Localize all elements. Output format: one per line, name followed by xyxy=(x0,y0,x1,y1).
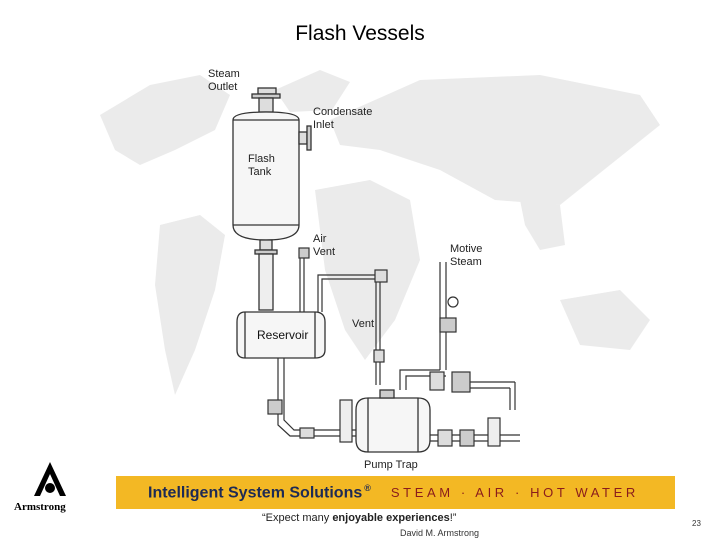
banner-tagline: STEAM · AIR · HOT WATER xyxy=(390,485,639,500)
flash-tank xyxy=(232,87,312,311)
air-vent-label-line2: Vent xyxy=(313,246,335,258)
reservoir xyxy=(236,311,326,359)
armstrong-logo: Armstrong xyxy=(12,460,92,516)
registered-mark: ® xyxy=(364,482,371,493)
pump-trap xyxy=(355,389,431,453)
banner-main-text: Intelligent System Solutions® xyxy=(148,483,371,502)
world-map-background xyxy=(100,70,660,395)
outlet-pipe xyxy=(430,417,520,447)
air-vent xyxy=(298,247,310,312)
condensate-inlet-label-line2: Inlet xyxy=(313,119,334,131)
motive-steam-line xyxy=(399,262,516,410)
liquid-pipe xyxy=(267,358,360,443)
flash-tank-label-line2: Tank xyxy=(248,166,272,178)
quote: “Expect many enjoyable experiences!” xyxy=(262,512,456,524)
page-number: 23 xyxy=(692,519,701,528)
flash-tank-label: Flash xyxy=(248,153,275,165)
motive-steam-label: Motive xyxy=(450,243,482,255)
air-vent-label: Air xyxy=(313,233,327,245)
armstrong-logo-icon: Armstrong xyxy=(14,462,66,513)
vent-label: Vent xyxy=(352,318,374,330)
motive-steam-label-line2: Steam xyxy=(450,256,482,268)
pump-trap-label: Pump Trap xyxy=(364,459,418,471)
svg-text:Armstrong: Armstrong xyxy=(14,501,66,513)
quote-prefix: “Expect many xyxy=(262,512,333,524)
reservoir-label: Reservoir xyxy=(257,328,308,342)
steam-outlet-label-line2: Outlet xyxy=(208,81,237,93)
footer-banner: Intelligent System Solutions® STEAM · AI… xyxy=(116,476,675,509)
vent-pipe xyxy=(317,269,388,385)
condensate-inlet-label: Condensate xyxy=(313,106,372,118)
banner-main-label: Intelligent System Solutions xyxy=(148,484,363,502)
quote-suffix: !” xyxy=(449,512,457,524)
slide-title: Flash Vessels xyxy=(295,22,425,45)
steam-outlet-label: Steam xyxy=(208,68,240,80)
quote-author: David M. Armstrong xyxy=(400,528,480,538)
quote-emphasis: enjoyable experiences xyxy=(332,512,450,524)
